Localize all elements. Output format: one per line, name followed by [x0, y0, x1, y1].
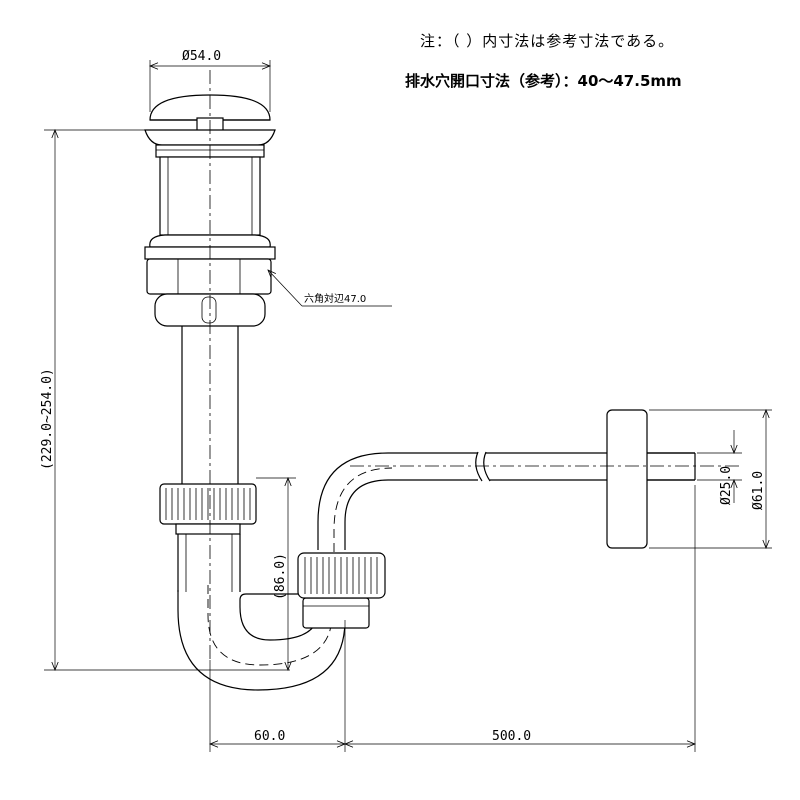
trap-height-dimension: [256, 478, 296, 670]
wall-flange-diameter-label: Ø61.0: [751, 471, 766, 510]
wall-flange-diameter-dimension: [649, 410, 772, 548]
hex-leader: [268, 270, 392, 307]
trap-right-nut: [297, 552, 386, 629]
total-height-dimension: [44, 130, 290, 670]
flange-diameter-dimension: [150, 60, 270, 112]
trap-height-label: (86.0): [273, 553, 288, 600]
reference-dimension-note: 注：（ ）内寸法は参考寸法である。: [420, 32, 675, 50]
horizontal-pipe: [317, 451, 696, 580]
trap-width-label: 60.0: [254, 729, 285, 744]
pipe-diameter-dimension: [697, 430, 742, 503]
hex-across-flats-label: 六角対辺47.0: [304, 292, 366, 305]
pipe-diameter-label: Ø25.0: [719, 466, 734, 505]
drain-hole-opening-note: 排水穴開口寸法（参考）：40〜47.5mm: [405, 72, 682, 90]
horizontal-length-label: 500.0: [492, 729, 531, 744]
flange-diameter-label: Ø54.0: [182, 49, 221, 64]
vertical-tailpiece: [144, 94, 276, 592]
horizontal-dimensions: [210, 485, 695, 752]
wall-flange: [606, 409, 695, 549]
total-height-label: (229.0~254.0): [40, 368, 55, 470]
